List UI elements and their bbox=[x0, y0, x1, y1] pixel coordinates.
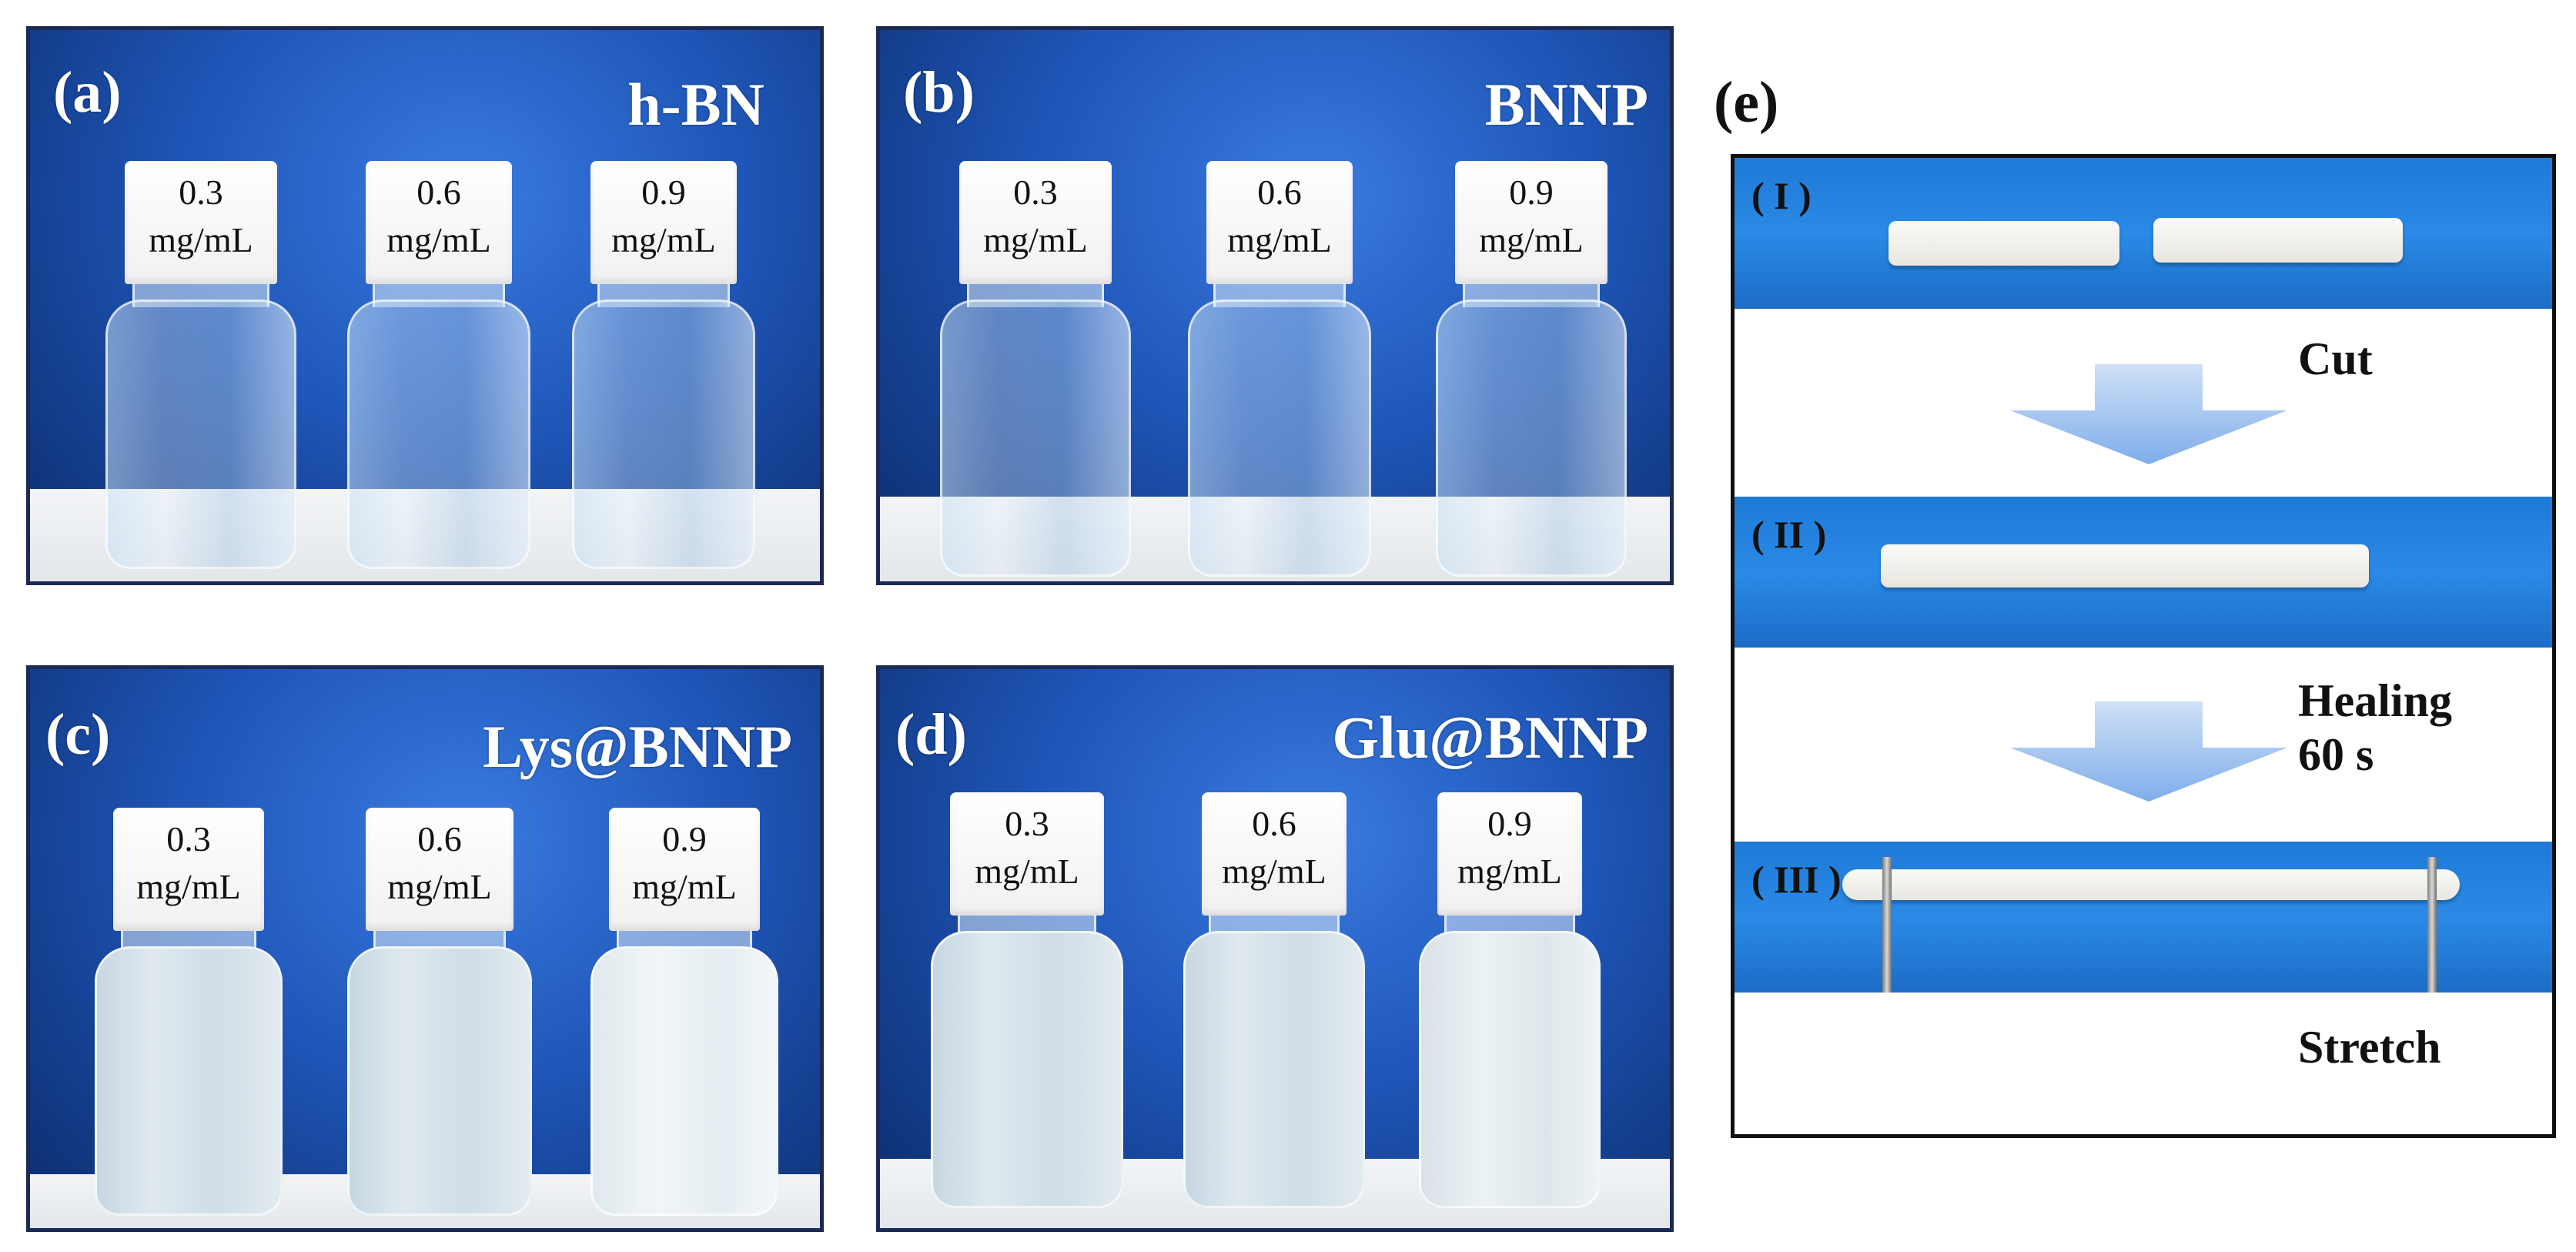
vial-cap: 0.9 mg/mL bbox=[1437, 792, 1583, 916]
vial-cap: 0.3 mg/mL bbox=[958, 161, 1112, 284]
gel-piece bbox=[2153, 218, 2403, 263]
concentration-value: 0.9 bbox=[641, 172, 686, 212]
panel-b: (b) BNNP 0.3 mg/mL 0.6 mg/mL 0.9 mg/mL bbox=[876, 26, 1674, 585]
vial: 0.3 mg/mL bbox=[95, 808, 283, 1216]
vial-liquid bbox=[931, 931, 1123, 1208]
vial-cap: 0.6 mg/mL bbox=[366, 808, 514, 931]
concentration-value: 0.3 bbox=[166, 819, 211, 859]
gel-piece-stretched bbox=[1842, 869, 2460, 900]
panel-c: (c) Lys@BNNP 0.3 mg/mL 0.6 mg/mL 0.9 mg/… bbox=[26, 665, 824, 1232]
vial: 0.9 mg/mL bbox=[590, 808, 778, 1216]
concentration-unit: mg/mL bbox=[1222, 852, 1326, 891]
concentration-value: 0.9 bbox=[1487, 804, 1532, 843]
vial-liquid bbox=[1436, 300, 1627, 577]
vial-cap: 0.3 mg/mL bbox=[113, 808, 264, 931]
panel-e: ( I ) Cut ( II ) Healing 60 s ( III ) bbox=[1731, 154, 2556, 1138]
panel-tag: (a) bbox=[53, 60, 122, 125]
concentration-value: 0.6 bbox=[1252, 804, 1296, 843]
vial: 0.3 mg/mL bbox=[105, 161, 296, 569]
concentration-unit: mg/mL bbox=[983, 220, 1088, 259]
vial-liquid bbox=[347, 946, 532, 1216]
panel-title: BNNP bbox=[1484, 71, 1648, 138]
concentration-value: 0.6 bbox=[417, 172, 461, 212]
concentration-value: 0.3 bbox=[1005, 804, 1049, 843]
down-arrow-icon bbox=[2010, 364, 2287, 464]
concentration-value: 0.3 bbox=[1013, 172, 1058, 212]
healing-time: 60 s bbox=[2298, 729, 2374, 780]
tweezer-left bbox=[1882, 857, 1892, 993]
vial-cap: 0.9 mg/mL bbox=[1454, 161, 1608, 284]
concentration-unit: mg/mL bbox=[1457, 852, 1562, 891]
concentration-unit: mg/mL bbox=[975, 852, 1079, 891]
concentration-unit: mg/mL bbox=[149, 220, 253, 259]
vial: 0.6 mg/mL bbox=[347, 808, 532, 1216]
stage-label: ( III ) bbox=[1751, 858, 1842, 901]
concentration-value: 0.6 bbox=[417, 819, 462, 859]
gel-piece bbox=[1881, 544, 2369, 588]
stage-strip: ( II ) bbox=[1735, 497, 2552, 648]
vial-liquid bbox=[1419, 931, 1601, 1208]
vial: 0.6 mg/mL bbox=[347, 161, 530, 569]
panel-title: h-BN bbox=[627, 71, 764, 138]
panel-title: Lys@BNNP bbox=[483, 713, 792, 780]
concentration-unit: mg/mL bbox=[387, 867, 492, 906]
vial-liquid bbox=[95, 946, 283, 1216]
stage-strip: ( I ) bbox=[1735, 158, 2552, 309]
panel-d: (d) Glu@BNNP 0.3 mg/mL 0.6 mg/mL 0.9 mg/… bbox=[876, 665, 1674, 1232]
panel-tag: (e) bbox=[1714, 70, 1779, 135]
panel-tag: (b) bbox=[903, 60, 975, 125]
vial-cap: 0.3 mg/mL bbox=[950, 792, 1104, 916]
vial: 0.9 mg/mL bbox=[1419, 792, 1601, 1208]
vial-liquid bbox=[347, 300, 530, 569]
vial-cap: 0.9 mg/mL bbox=[609, 808, 760, 931]
step-label-cut: Cut bbox=[2298, 333, 2373, 384]
stage-strip: ( III ) bbox=[1735, 842, 2552, 993]
vial: 0.9 mg/mL bbox=[572, 161, 755, 569]
vial-cap: 0.3 mg/mL bbox=[124, 161, 278, 284]
vial-cap: 0.6 mg/mL bbox=[365, 161, 513, 284]
vial-liquid bbox=[105, 300, 296, 569]
panel-a: (a) h-BN 0.3 mg/mL 0.6 mg/mL 0.9 mg/mL bbox=[26, 26, 824, 585]
concentration-value: 0.3 bbox=[179, 172, 223, 212]
concentration-unit: mg/mL bbox=[386, 220, 491, 259]
vial: 0.3 mg/mL bbox=[931, 792, 1123, 1208]
step-label-healing: Healing 60 s bbox=[2298, 674, 2452, 782]
vial-cap: 0.6 mg/mL bbox=[1206, 161, 1353, 284]
vial: 0.9 mg/mL bbox=[1436, 161, 1627, 577]
concentration-value: 0.9 bbox=[1509, 172, 1554, 212]
step-label-stretch: Stretch bbox=[2298, 1022, 2441, 1073]
gel-piece bbox=[1889, 221, 2119, 266]
vial-liquid bbox=[940, 300, 1131, 577]
vial-cap: 0.6 mg/mL bbox=[1201, 792, 1347, 916]
panel-title: Glu@BNNP bbox=[1332, 704, 1648, 771]
concentration-value: 0.9 bbox=[662, 819, 707, 859]
healing-text: Healing bbox=[2298, 675, 2453, 726]
vial: 0.3 mg/mL bbox=[940, 161, 1131, 577]
down-arrow-icon bbox=[2010, 701, 2287, 802]
concentration-value: 0.6 bbox=[1257, 172, 1302, 212]
vial: 0.6 mg/mL bbox=[1188, 161, 1371, 577]
vial-liquid bbox=[1188, 300, 1371, 577]
concentration-unit: mg/mL bbox=[1479, 220, 1584, 259]
tweezer-right bbox=[2427, 857, 2437, 993]
panel-tag: (d) bbox=[895, 702, 967, 767]
panel-tag: (c) bbox=[45, 702, 111, 767]
vial-liquid bbox=[590, 946, 778, 1216]
concentration-unit: mg/mL bbox=[611, 220, 716, 259]
concentration-unit: mg/mL bbox=[136, 867, 241, 906]
stage-label: ( I ) bbox=[1751, 174, 1812, 217]
concentration-unit: mg/mL bbox=[632, 867, 737, 906]
vial-cap: 0.9 mg/mL bbox=[590, 161, 738, 284]
vial: 0.6 mg/mL bbox=[1183, 792, 1365, 1208]
concentration-unit: mg/mL bbox=[1227, 220, 1332, 259]
stage-label: ( II ) bbox=[1751, 513, 1827, 556]
vial-liquid bbox=[1183, 931, 1365, 1208]
vial-liquid bbox=[572, 300, 755, 569]
